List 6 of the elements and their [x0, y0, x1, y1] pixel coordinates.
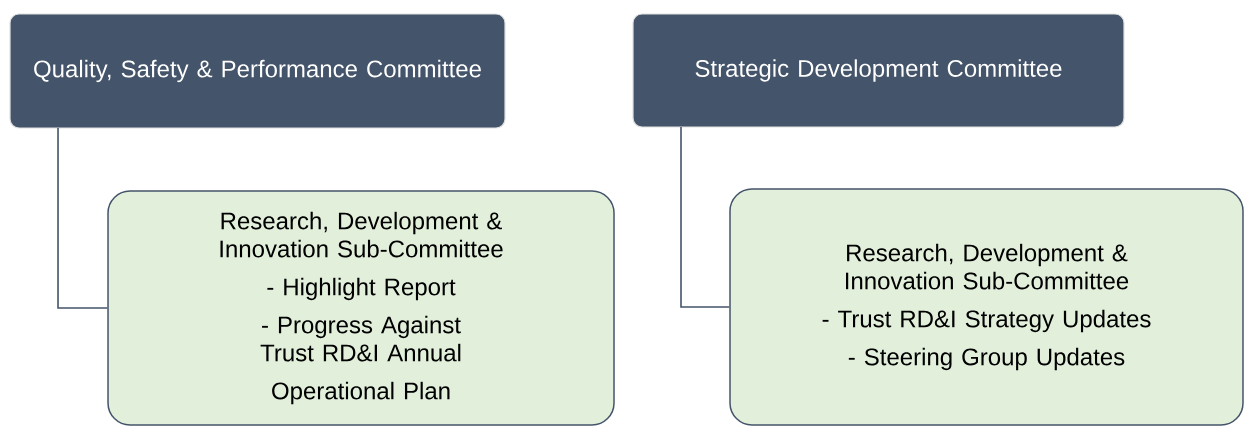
connector-line: [680, 126, 731, 308]
connector-line: [57, 127, 109, 309]
committee-box: Strategic Development Committee: [632, 13, 1125, 128]
sub-committee-box: Research, Development & Innovation Sub-Committee - Trust RD&I Strategy Updates - Steering Group Updates: [729, 188, 1244, 426]
committee-box: Quality, Safety & Performance Committee: [9, 13, 506, 129]
sub-committee-box: Research, Development & Innovation Sub-Committee - Highlight Report - Progress Against Trust RD&I Annual Operational Plan: [107, 190, 615, 426]
